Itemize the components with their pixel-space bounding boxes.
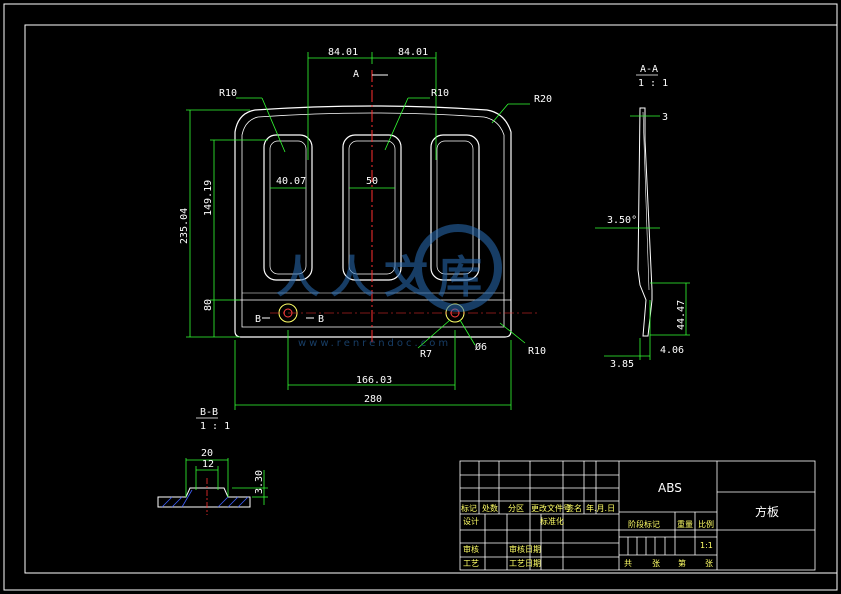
side-view-title: A-A xyxy=(640,64,658,75)
inner-border xyxy=(24,24,838,574)
tb-label-date: 年.月.日 xyxy=(586,503,615,513)
dim-radius-left: R10 xyxy=(219,88,237,99)
section-mark-a: A xyxy=(353,69,359,80)
tb-label-shenhe: 审核 xyxy=(463,544,479,554)
plate-inner-outline xyxy=(241,112,505,328)
dim-offset-a: 3.85 xyxy=(610,359,634,370)
dim-radius-hole: R7 xyxy=(420,349,432,360)
tb-label-zhang: 张 xyxy=(652,559,660,568)
dim-height-bottom: 80 xyxy=(203,299,214,311)
dim-height-slot: 149.19 xyxy=(203,180,214,216)
watermark-url: www.renrendoc.com xyxy=(298,338,451,349)
section-hatch xyxy=(161,489,249,508)
dim-top-left: 84.01 xyxy=(328,47,358,58)
main-view: 84.01 84.01 A R10 R10 R20 40.07 50 235.0… xyxy=(179,47,552,410)
dim-section-height: 3.30 xyxy=(254,470,265,494)
dim-hole-spacing: 166.03 xyxy=(356,375,392,386)
dim-radius-bottom: R10 xyxy=(528,346,546,357)
dim-offset-b: 4.06 xyxy=(660,345,684,356)
tb-label-biaozhunhua: 标准化 xyxy=(540,516,564,526)
section-arrows xyxy=(262,74,388,319)
side-view: A-A 1 : 1 3 3.50° 44.47 3.85 4.06 xyxy=(595,64,690,370)
tb-label-fenqu: 分区 xyxy=(508,504,524,513)
dim-top-right: 84.01 xyxy=(398,47,428,58)
title-block: 标记 处数 分区 更改文件号 签名 年.月.日 设计 标准化 审核 审核日期 工… xyxy=(459,460,816,571)
section-view-title: B-B xyxy=(200,407,218,418)
tb-label-jieduan: 阶段标记 xyxy=(628,519,660,529)
tb-material: ABS xyxy=(658,481,682,495)
side-profile xyxy=(637,107,653,337)
tb-scale-value: 1:1 xyxy=(700,541,713,550)
tb-label-qianming: 签名 xyxy=(566,503,582,513)
tb-label-gongyi-date: 工艺日期 xyxy=(509,559,541,568)
section-view-scale: 1 : 1 xyxy=(200,421,230,432)
dim-angle: 3.50° xyxy=(607,215,637,226)
dim-radius-corner: R20 xyxy=(534,94,552,105)
dim-width-total: 280 xyxy=(364,394,382,405)
dim-tab-height: 44.47 xyxy=(676,300,687,330)
slot-left xyxy=(263,134,313,281)
tb-label-genggai: 更改文件号 xyxy=(531,503,571,513)
side-dimension-lines xyxy=(595,115,690,360)
dim-thickness: 3 xyxy=(662,112,668,123)
dim-radius-middle: R10 xyxy=(431,88,449,99)
watermark: 人人文库 www.renrendoc.com xyxy=(276,224,502,349)
slot-right xyxy=(430,134,480,281)
watermark-logo-icon xyxy=(414,224,502,312)
dim-slot-middle: 50 xyxy=(366,176,378,187)
section-view: B-B 1 : 1 20 12 3.30 xyxy=(157,407,268,515)
tb-label-zhongliang: 重量 xyxy=(677,519,693,529)
tb-label-gongyi: 工艺 xyxy=(463,559,479,568)
tb-label-zhang2: 张 xyxy=(705,559,713,568)
dim-section-outer: 20 xyxy=(201,448,213,459)
tb-label-sheji: 设计 xyxy=(463,516,479,526)
dim-height-total: 235.04 xyxy=(179,208,190,244)
tb-label-bili: 比例 xyxy=(698,519,714,529)
section-dimension-lines xyxy=(185,458,268,505)
side-view-scale: 1 : 1 xyxy=(638,78,668,89)
section-mark-b-right: B xyxy=(318,314,324,325)
slot-right-inner xyxy=(436,140,474,275)
watermark-text: 人人文库 xyxy=(276,252,492,303)
section-mark-b-left: B xyxy=(255,314,261,325)
main-dimension-lines xyxy=(186,52,530,410)
dim-slot-width: 40.07 xyxy=(276,176,306,187)
tb-part-name: 方板 xyxy=(755,504,779,519)
slot-left-inner xyxy=(269,140,307,275)
tb-label-pizhun: 审核日期 xyxy=(509,544,541,554)
dim-hole-diameter: Ø6 xyxy=(475,341,487,353)
tb-label-gong: 共 xyxy=(624,559,632,568)
dim-section-inner: 12 xyxy=(202,459,214,470)
tb-label-biaoji: 标记 xyxy=(461,503,477,513)
tb-label-di: 第 xyxy=(678,558,686,568)
tb-label-chushu: 处数 xyxy=(482,503,498,513)
